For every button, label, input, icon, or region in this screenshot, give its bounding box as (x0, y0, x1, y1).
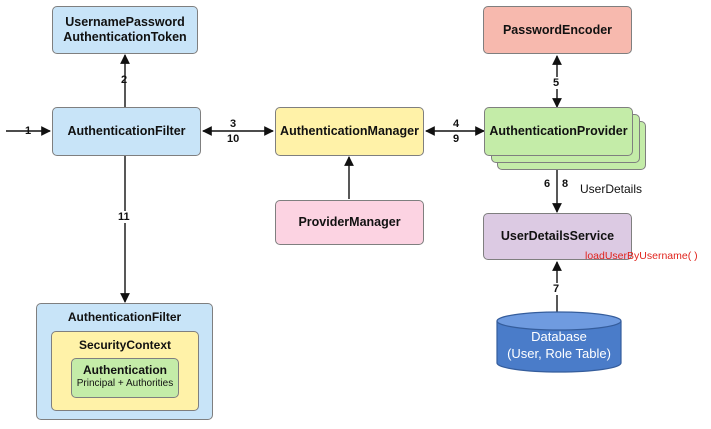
step-6-label: 6 (544, 178, 551, 190)
provider-label: AuthenticationProvider (489, 124, 628, 138)
database-title: Database (531, 329, 587, 344)
username-password-token-box: UsernamePassword AuthenticationToken (52, 6, 198, 54)
step-11-label: 11 (118, 211, 130, 223)
authentication-filter-box: AuthenticationFilter (52, 107, 201, 156)
database-subtitle: (User, Role Table) (507, 346, 611, 361)
container-title: AuthenticationFilter (67, 310, 182, 324)
user-details-service-label: UserDetailsService (500, 229, 615, 243)
authentication-label: Authentication (83, 363, 167, 377)
database-cylinder (496, 311, 622, 373)
database-label: Database (User, Role Table) (497, 328, 621, 362)
step-7-label: 7 (553, 283, 560, 295)
password-encoder-label: PasswordEncoder (502, 22, 613, 37)
authentication-provider-box: AuthenticationProvider (484, 107, 633, 156)
token-label: UsernamePassword AuthenticationToken (63, 15, 187, 44)
step-9-label: 9 (453, 133, 460, 145)
step-4-label: 4 (453, 118, 460, 130)
step-2-label: 2 (121, 74, 128, 86)
password-encoder-box: PasswordEncoder (483, 6, 632, 54)
step-1-label: 1 (25, 125, 32, 137)
step-10-label: 10 (227, 133, 240, 145)
step-8-label: 8 (562, 178, 569, 190)
security-context-label: SecurityContext (78, 338, 172, 352)
provider-manager-box: ProviderManager (275, 200, 424, 245)
principal-label: Principal + Authorities (76, 378, 174, 389)
authentication-box: Authentication Principal + Authorities (71, 358, 179, 398)
user-details-service-box: UserDetailsService (483, 213, 632, 260)
filter-label: AuthenticationFilter (67, 124, 186, 138)
step-5-label: 5 (553, 77, 560, 89)
provider-manager-label: ProviderManager (298, 215, 401, 229)
user-details-note: UserDetails (580, 182, 643, 196)
authentication-filter-container: AuthenticationFilter SecurityContext Aut… (36, 303, 213, 420)
authentication-manager-box: AuthenticationManager (275, 107, 424, 156)
load-user-note: loadUserByUsername( ) (585, 250, 698, 262)
security-context-box: SecurityContext Authentication Principal… (51, 331, 199, 411)
manager-label: AuthenticationManager (280, 124, 419, 138)
step-3-label: 3 (230, 118, 237, 130)
